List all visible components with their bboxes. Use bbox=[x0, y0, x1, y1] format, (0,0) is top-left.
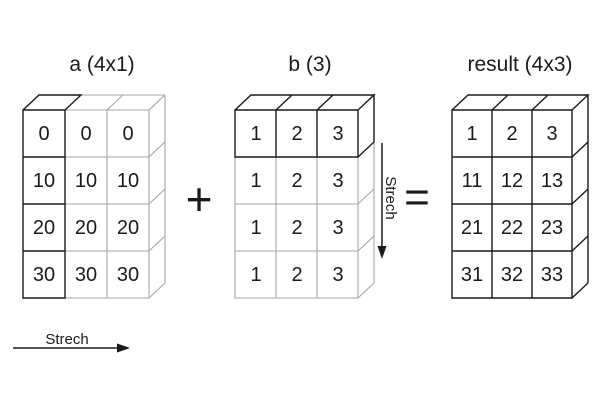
matrix-a-cell: 20 bbox=[75, 217, 97, 239]
matrix-result-cell: 32 bbox=[501, 264, 523, 286]
matrix-a-cell: 0 bbox=[122, 123, 133, 145]
matrix-result-grid-dark bbox=[451, 94, 590, 299]
matrix-result-cell: 33 bbox=[541, 264, 563, 286]
matrix-b-cell: 1 bbox=[250, 170, 261, 192]
matrix-b-cell: 2 bbox=[291, 264, 302, 286]
matrix-a-title: a (4x1) bbox=[69, 53, 134, 76]
matrix-b-grid-dark bbox=[234, 93, 376, 158]
matrix-a: a (4x1) 0 0 0 10 10 10 20 20 20 30 30 30 bbox=[22, 53, 166, 299]
matrix-a-cell: 30 bbox=[75, 264, 97, 286]
matrix-b-grid-light bbox=[234, 142, 375, 299]
matrix-result-cell: 2 bbox=[506, 123, 517, 145]
stretch-right-label: Strech bbox=[45, 331, 88, 348]
matrix-result-cell: 11 bbox=[462, 170, 483, 192]
matrix-a-cell: 0 bbox=[80, 123, 91, 145]
matrix-b-cell: 1 bbox=[250, 217, 261, 239]
matrix-b-cell: 3 bbox=[332, 170, 343, 192]
equals-operator: = bbox=[404, 173, 430, 222]
matrix-b-title: b (3) bbox=[288, 53, 331, 76]
matrix-a-cell: 10 bbox=[75, 170, 97, 192]
matrix-a-grid-light bbox=[65, 94, 166, 299]
matrix-b-cell: 1 bbox=[250, 123, 261, 145]
matrix-b-cell: 3 bbox=[332, 217, 343, 239]
matrix-result-cell: 21 bbox=[461, 217, 483, 239]
stretch-down-arrowhead-icon bbox=[377, 246, 387, 259]
matrix-b-cell: 2 bbox=[291, 217, 302, 239]
stretch-down-arrow: Strech bbox=[377, 143, 399, 259]
matrix-b-cell: 3 bbox=[332, 123, 343, 145]
matrix-a-cell: 30 bbox=[33, 264, 55, 286]
matrix-b-cell: 2 bbox=[291, 170, 302, 192]
matrix-result: result (4x3) 1 2 3 11 12 13 21 22 23 31 … bbox=[451, 53, 590, 299]
matrix-result-cell: 23 bbox=[541, 217, 563, 239]
matrix-result-cell: 22 bbox=[501, 217, 523, 239]
stretch-down-label: Strech bbox=[382, 176, 399, 219]
matrix-a-cell: 0 bbox=[38, 123, 49, 145]
matrix-a-cell: 30 bbox=[117, 264, 139, 286]
stretch-right-arrow: Strech bbox=[13, 331, 130, 353]
matrix-result-title: result (4x3) bbox=[467, 53, 572, 76]
matrix-result-cell: 3 bbox=[546, 123, 557, 145]
matrix-b: b (3) 1 2 3 1 2 3 1 2 3 1 2 3 bbox=[234, 53, 376, 299]
matrix-a-cell: 10 bbox=[33, 170, 55, 192]
matrix-a-grid-dark bbox=[22, 94, 83, 299]
stretch-right-arrowhead-icon bbox=[117, 343, 130, 353]
matrix-result-cell: 1 bbox=[466, 123, 477, 145]
matrix-a-cell: 20 bbox=[33, 217, 55, 239]
matrix-result-cell: 12 bbox=[501, 170, 523, 192]
plus-operator: + bbox=[186, 173, 213, 225]
matrix-a-cell: 10 bbox=[117, 170, 139, 192]
matrix-result-cell: 13 bbox=[541, 170, 563, 192]
matrix-b-cell: 2 bbox=[291, 123, 302, 145]
matrix-b-cell: 1 bbox=[250, 264, 261, 286]
matrix-a-cell: 20 bbox=[117, 217, 139, 239]
matrix-b-cell: 3 bbox=[332, 264, 343, 286]
matrix-result-cell: 31 bbox=[461, 264, 483, 286]
